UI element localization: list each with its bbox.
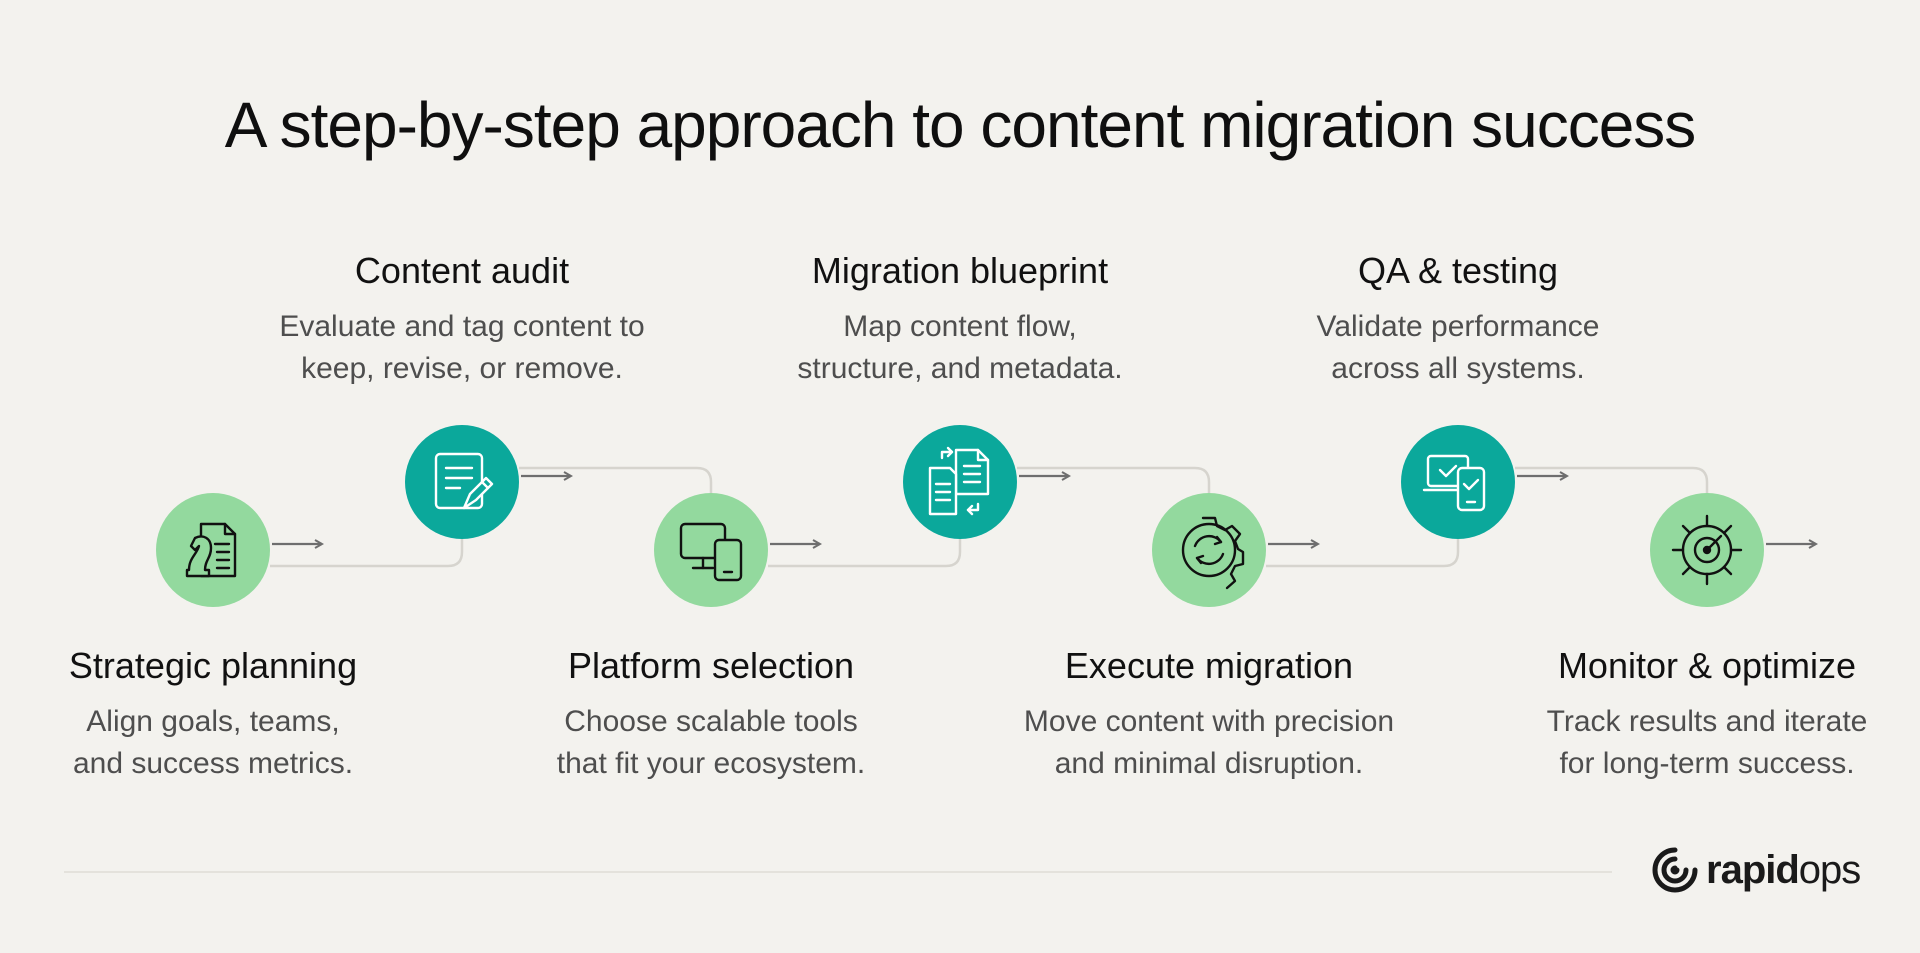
- step-title: Content audit: [354, 250, 570, 291]
- logo-bold: rapid: [1706, 847, 1800, 892]
- document-transfer-icon: [928, 446, 990, 516]
- step-description: Evaluate and tag content to keep, revise…: [279, 310, 645, 385]
- page-title: A step-by-step approach to content migra…: [224, 89, 1697, 161]
- step-circle: [903, 425, 1017, 539]
- devices-check-icon: [1422, 454, 1486, 512]
- rapidops-logo: rapidops: [1650, 842, 1861, 898]
- rapidops-logo-mark-icon: [1652, 847, 1698, 893]
- step-description: Move content with precision and minimal …: [1023, 705, 1395, 780]
- step-description: Align goals, teams, and success metrics.: [72, 705, 354, 780]
- step-title: QA & testing: [1357, 250, 1559, 291]
- footer-divider: [64, 871, 1612, 873]
- gear-sync-icon: [1181, 516, 1245, 590]
- logo-wordmark: rapidops: [1706, 847, 1861, 893]
- step-node: [903, 425, 1017, 539]
- document-edit-icon: [434, 452, 494, 510]
- step-description: Track results and iterate for long-term …: [1546, 705, 1868, 780]
- step-circle: [156, 493, 270, 607]
- step-title: Execute migration: [1064, 645, 1354, 686]
- step-title: Platform selection: [567, 645, 855, 686]
- step-description: Choose scalable tools that fit your ecos…: [556, 705, 866, 780]
- connector-line: [270, 539, 464, 568]
- step-node: [1152, 493, 1266, 607]
- connector-line: [1515, 466, 1709, 493]
- step-description: Validate performance across all systems.: [1316, 310, 1600, 385]
- step-circle: [1152, 493, 1266, 607]
- connector-line: [519, 466, 713, 493]
- logo-light: ops: [1798, 847, 1861, 892]
- step-node: [156, 493, 270, 607]
- step-node: [654, 493, 768, 607]
- step-description: Map content flow, structure, and metadat…: [797, 310, 1123, 385]
- connector-line: [1266, 539, 1460, 568]
- connector-line: [768, 539, 962, 568]
- strategy-chess-document-icon: [185, 522, 237, 578]
- gear-target-icon: [1671, 514, 1743, 586]
- step-title: Migration blueprint: [811, 250, 1109, 291]
- devices-icon: [679, 522, 743, 582]
- step-circle: [654, 493, 768, 607]
- step-node: [1650, 493, 1764, 607]
- connector-line: [1017, 466, 1211, 493]
- step-title: Monitor & optimize: [1557, 645, 1857, 686]
- step-title: Strategic planning: [68, 645, 358, 686]
- step-node: [1401, 425, 1515, 539]
- step-circle: [405, 425, 519, 539]
- step-node: [405, 425, 519, 539]
